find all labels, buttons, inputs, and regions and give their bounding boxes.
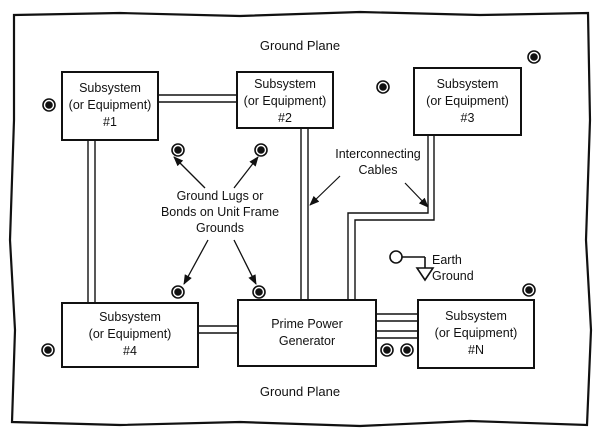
subsystem-4-line2: (or Equipment): [88, 327, 172, 341]
lugs-label-line2: Bonds on Unit Frame: [160, 205, 280, 219]
subsystem-2-box: [236, 71, 334, 129]
subsystem-N-line2: (or Equipment): [434, 326, 518, 340]
ground-plane-label-top: Ground Plane: [259, 38, 341, 53]
subsystem-2-line3: #2: [278, 111, 292, 125]
ground-lug-icon: [527, 50, 541, 64]
earth-ground-label: Earth Ground: [432, 252, 492, 284]
prime-power-line2: Generator: [278, 334, 336, 348]
earth-ground-icon: [389, 250, 435, 282]
ground-lug-icon: [400, 343, 414, 357]
subsystem-4-line1: Subsystem: [99, 310, 161, 324]
subsystem-3-line2: (or Equipment): [426, 94, 509, 108]
subsystem-N-label: Subsystem (or Equipment) #N: [418, 308, 534, 359]
ground-lug-icon: [171, 285, 185, 299]
lug-arrows: [173, 156, 259, 285]
ground-lug-icon: [252, 285, 266, 299]
subsystem-1-label: Subsystem (or Equipment) #1: [62, 80, 158, 131]
subsystem-2-label: Subsystem (or Equipment) #2: [237, 76, 333, 127]
cables: [87, 94, 435, 339]
ground-lugs: [41, 50, 541, 357]
cable-leaders: [309, 175, 429, 208]
arrow-to-lug-2: [233, 156, 259, 189]
leader-to-cable-2: [309, 175, 341, 206]
lugs-label-line3: Grounds: [196, 221, 244, 235]
subsystem-N-line1: Subsystem: [445, 309, 507, 323]
prime-power-label: Prime Power Generator: [238, 316, 376, 350]
cable-3-power: [347, 135, 429, 300]
prime-power-box: [237, 299, 377, 367]
subsystem-N-box: [417, 299, 535, 369]
subsystem-1-line3: #1: [103, 115, 117, 129]
subsystem-1-box: [61, 71, 159, 141]
ground-lug-icon: [254, 143, 268, 157]
ground-plane-label-bottom: Ground Plane: [259, 384, 341, 399]
subsystem-2-line2: (or Equipment): [243, 94, 327, 108]
prime-power-line1: Prime Power: [271, 317, 343, 331]
arrow-to-lug-4: [183, 239, 209, 285]
subsystem-4-line3: #4: [123, 344, 137, 358]
ground-lug-icon: [42, 98, 56, 112]
subsystem-2-line1: Subsystem: [254, 77, 316, 91]
subsystem-4-label: Subsystem (or Equipment) #4: [62, 309, 198, 360]
earth-ground-line1: Earth: [432, 253, 462, 267]
ground-lug-icon: [171, 143, 185, 157]
arrow-to-lug-1: [173, 156, 206, 189]
subsystem-1-line1: Subsystem: [79, 81, 141, 95]
subsystem-3-box: [413, 67, 522, 136]
ground-lug-icon: [41, 343, 55, 357]
leader-to-cable-3: [404, 182, 429, 208]
cables-label-line1: Interconnecting: [335, 147, 421, 161]
subsystem-1-line2: (or Equipment): [68, 98, 152, 112]
subsystem-3-label: Subsystem (or Equipment) #3: [414, 76, 521, 127]
ground-lug-icon: [522, 283, 536, 297]
lugs-label-line1: Ground Lugs or: [176, 189, 264, 203]
ground-lug-icon: [376, 80, 390, 94]
earth-ground-line2: Ground: [432, 269, 474, 283]
subsystem-3-line1: Subsystem: [436, 77, 499, 91]
subsystem-N-line3: #N: [468, 343, 484, 357]
lugs-label: Ground Lugs or Bonds on Unit Frame Groun…: [140, 188, 300, 236]
cables-label-line2: Cables: [358, 163, 398, 177]
ground-lug-icon: [380, 343, 394, 357]
arrow-to-lug-power: [233, 239, 257, 285]
boxes: [61, 67, 535, 369]
subsystem-4-box: [61, 302, 199, 368]
ground-plane-outline: [8, 10, 593, 428]
subsystem-3-line3: #3: [460, 111, 475, 125]
cables-label: Interconnecting Cables: [318, 146, 438, 178]
